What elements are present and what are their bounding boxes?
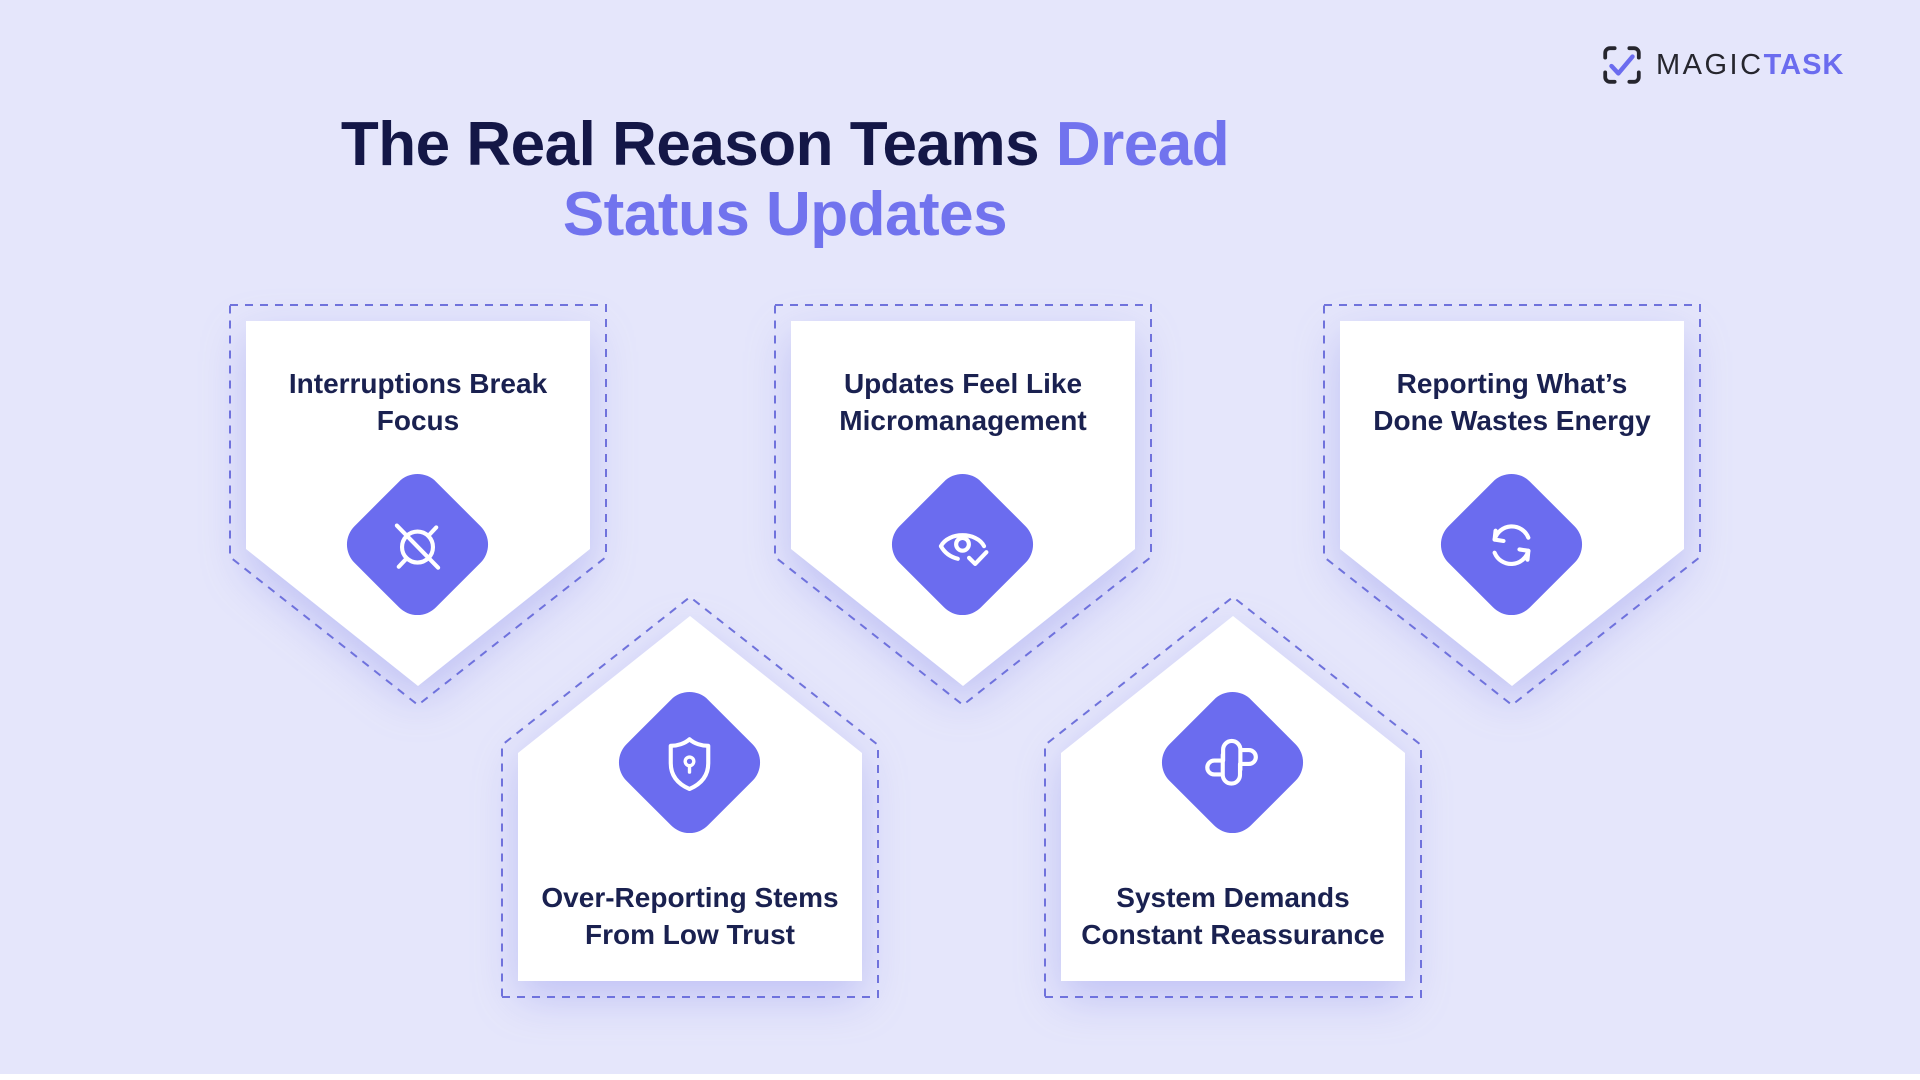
- check-mark: [1609, 54, 1635, 76]
- card-label-line2: Constant Reassurance: [1081, 919, 1385, 950]
- card-system-demands-reassurance: System Demands Constant Reassurance: [1043, 595, 1423, 999]
- card-label-line2: Focus: [376, 405, 460, 436]
- card-interruptions-break-focus: Interruptions Break Focus: [228, 303, 608, 707]
- focus-off-icon: [394, 522, 441, 570]
- shield-lock-icon: [668, 736, 711, 791]
- card-label: Over-Reporting Stems From Low Trust: [500, 879, 880, 953]
- card-label-line1: Over-Reporting Stems: [541, 882, 839, 913]
- card-label: Updates Feel Like Micromanagement: [773, 365, 1153, 439]
- brand-name-task: TASK: [1763, 49, 1845, 81]
- icon-badge: [881, 463, 1044, 626]
- icon-badge: [608, 681, 771, 844]
- card-label-line1: System Demands: [1116, 882, 1350, 913]
- card-label-line2: From Low Trust: [585, 919, 795, 950]
- title-line1-highlight: Dread: [1055, 109, 1230, 179]
- sync-arrows-icon: [1492, 523, 1531, 566]
- brand-name: MAGICTASK: [1656, 42, 1844, 88]
- card-label-line1: Interruptions Break: [288, 368, 548, 399]
- icon-badge: [1430, 463, 1593, 626]
- icon-badge: [1151, 681, 1314, 844]
- title-line2: Status Updates: [562, 179, 1008, 249]
- card-label: Interruptions Break Focus: [228, 365, 608, 439]
- card-label-line1: Reporting What’s: [1396, 368, 1628, 399]
- link-knot-icon: [1205, 738, 1258, 785]
- brand-name-magic: MAGIC: [1656, 49, 1764, 81]
- card-updates-feel-like-micromanagement: Updates Feel Like Micromanagement: [773, 303, 1153, 707]
- card-label: System Demands Constant Reassurance: [1043, 879, 1423, 953]
- card-label-line2: Micromanagement: [839, 405, 1087, 436]
- title-line1: The Real Reason Teams Dread: [0, 110, 1570, 180]
- icon-badge: [336, 463, 499, 626]
- card-over-reporting-low-trust: Over-Reporting Stems From Low Trust: [500, 595, 880, 999]
- card-label-line2: Done Wastes Energy: [1373, 405, 1651, 436]
- checkbox-frame-icon: [1603, 46, 1641, 84]
- title-line1-prefix: The Real Reason Teams: [340, 109, 1056, 179]
- brand-logo: MAGICTASK: [1601, 42, 1844, 88]
- card-label: Reporting What’s Done Wastes Energy: [1322, 365, 1702, 439]
- card-label-line1: Updates Feel Like: [843, 368, 1083, 399]
- card-reporting-done-wastes-energy: Reporting What’s Done Wastes Energy: [1322, 303, 1702, 707]
- page-title: The Real Reason Teams Dread Status Updat…: [0, 110, 1570, 250]
- bottom-white-strip: [0, 1074, 1920, 1080]
- eye-check-icon: [938, 532, 989, 566]
